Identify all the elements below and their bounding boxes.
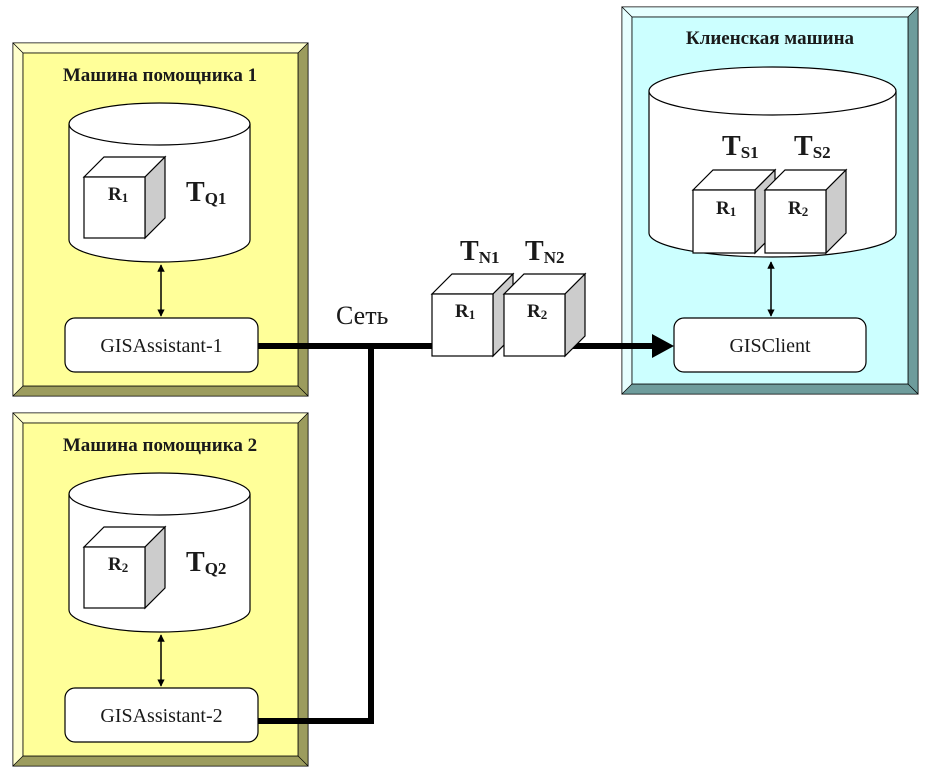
gisassistant-2-node[interactable]: GISAssistant-2 [64, 687, 259, 743]
store-label-ts1: TS1 [722, 131, 759, 162]
cube-r1-client: R1 [691, 168, 777, 255]
cube-label: R1 [455, 301, 475, 322]
cube-label: R2 [788, 198, 808, 219]
helper-machine-2-title: Машина помощника 2 [63, 435, 257, 456]
store-label-tq2: TQ2 [186, 547, 226, 578]
network-line-helper2 [258, 346, 374, 724]
cube-r1-helper1: R1 [82, 155, 167, 240]
packet-label-tn1: TN1 [460, 236, 499, 267]
gisassistant-1-node[interactable]: GISAssistant-1 [64, 317, 259, 373]
client-machine-title: Клиенская машина [686, 28, 855, 49]
gisassistant-2-label: GISAssistant-2 [100, 705, 222, 727]
arrowhead-to-client [652, 334, 674, 358]
cube-label: R1 [716, 198, 736, 219]
cube-r2-client: R2 [763, 168, 848, 255]
cube-label: R2 [527, 301, 547, 322]
cube-r2-network: R2 [502, 272, 587, 358]
gisassistant-1-label: GISAssistant-1 [100, 335, 222, 357]
store-label-tq1: TQ1 [186, 177, 226, 208]
cube-label: R1 [108, 184, 128, 205]
gisclient-node[interactable]: GISClient [673, 317, 867, 373]
cube-label: R2 [108, 554, 128, 575]
cube-r2-helper2: R2 [82, 525, 167, 610]
network-lines [258, 334, 674, 724]
network-label: Сеть [336, 301, 389, 330]
helper-machine-1-title: Машина помощника 1 [63, 65, 257, 86]
packet-label-tn2: TN2 [525, 236, 564, 267]
gisclient-label: GISClient [729, 335, 811, 357]
cube-r1-network: R1 [430, 272, 515, 358]
store-label-ts2: TS2 [794, 131, 831, 162]
